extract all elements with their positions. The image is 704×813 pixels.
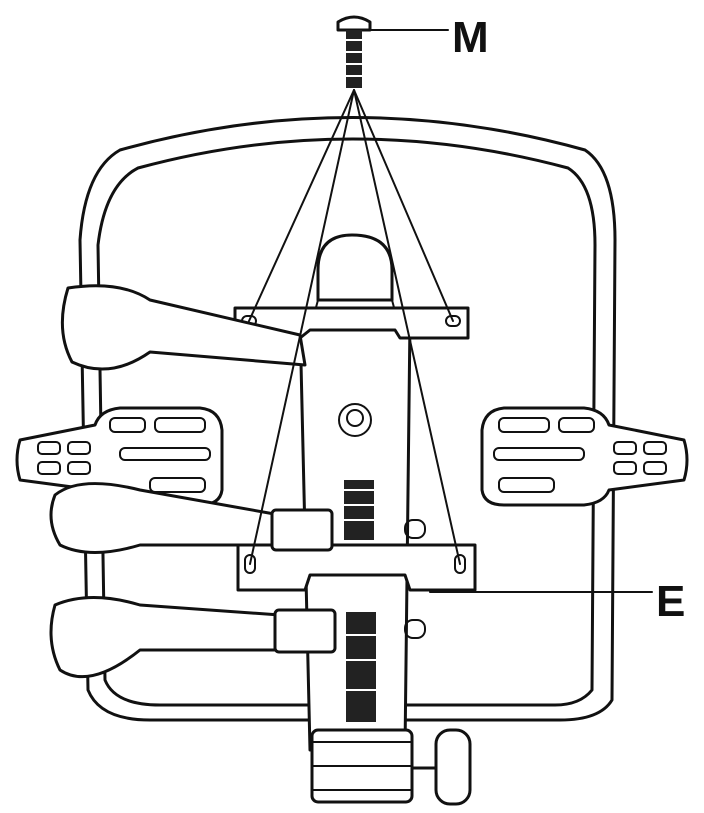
label-m: M	[452, 13, 489, 62]
bracket-plate-e	[236, 543, 477, 592]
screw-guide-lines	[248, 89, 461, 565]
right-armrest-pad	[480, 406, 689, 507]
left-armrest-pad	[15, 406, 224, 507]
lower-lever	[49, 596, 426, 679]
label-e: E	[656, 577, 685, 626]
upper-lever	[60, 284, 307, 371]
screw-m	[336, 15, 372, 88]
tension-knob	[310, 728, 472, 806]
middle-lever	[49, 482, 426, 554]
